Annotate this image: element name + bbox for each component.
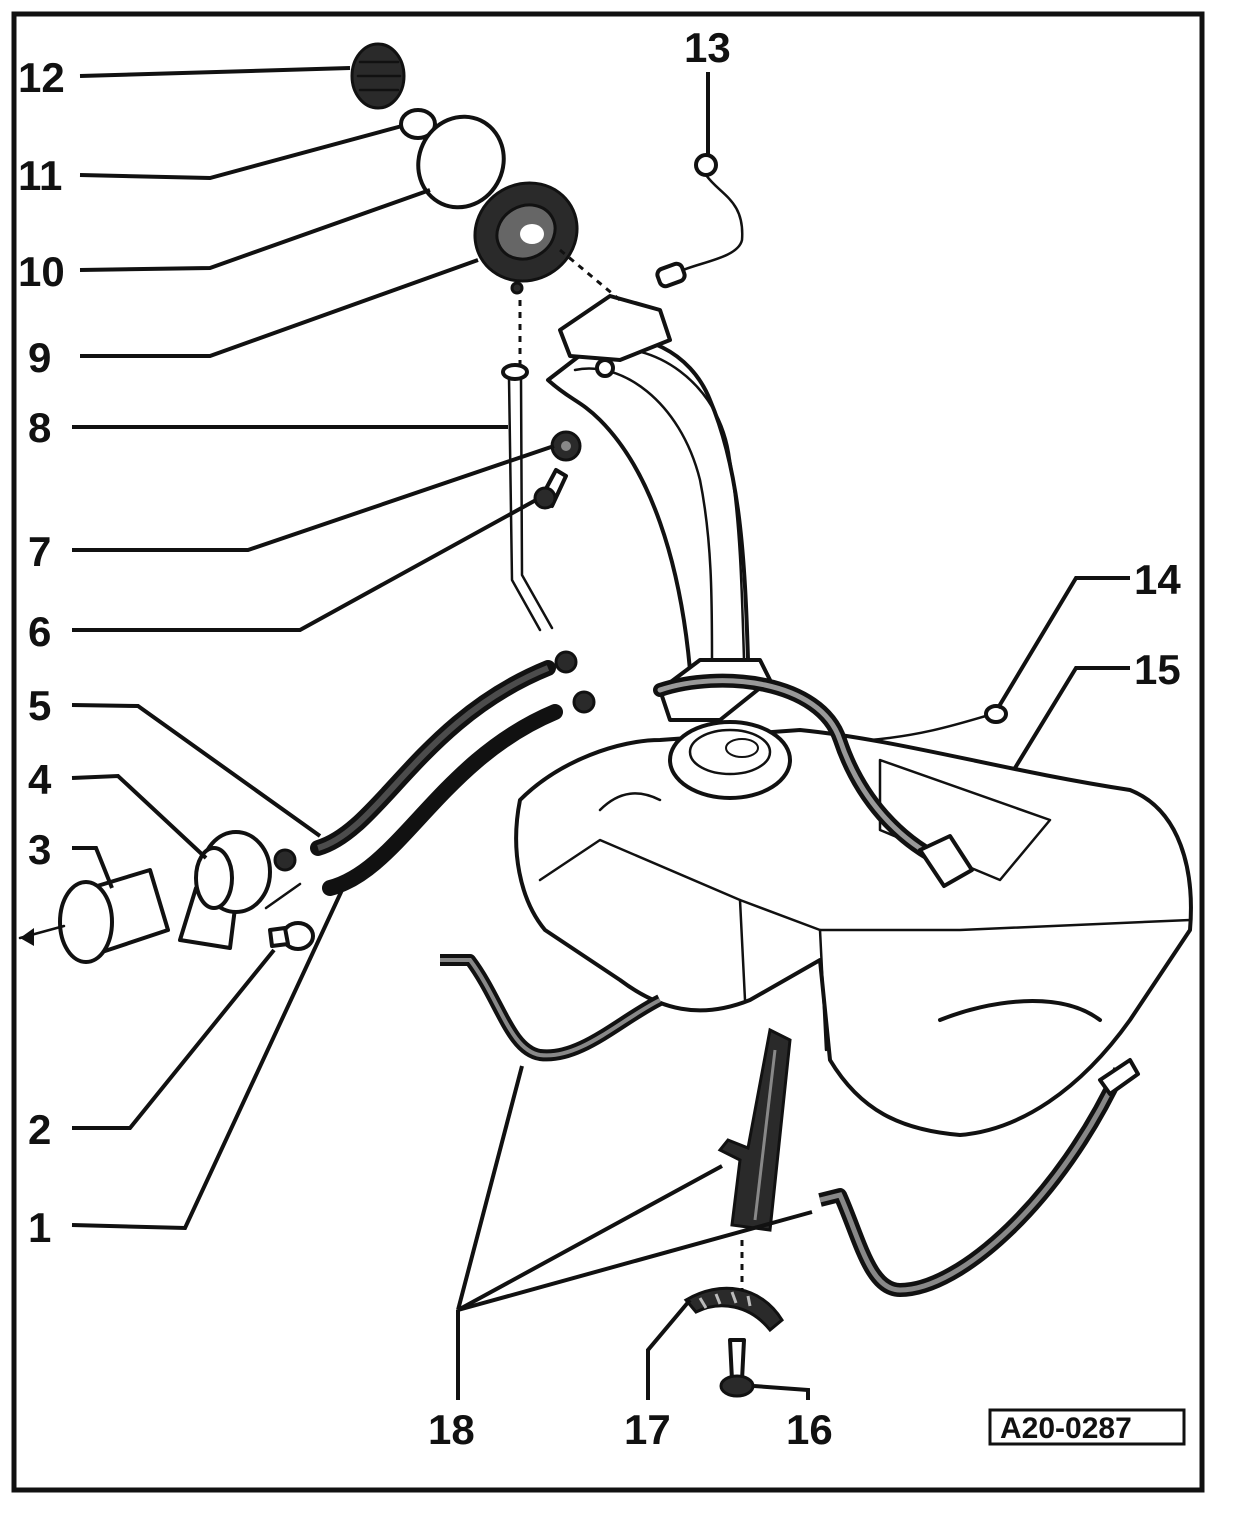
filler-neck-part <box>518 248 750 672</box>
callout-6: 6 <box>28 608 51 655</box>
breather-pipe-part <box>501 363 554 632</box>
gasket-part <box>416 114 506 210</box>
filler-flange-part <box>473 181 579 295</box>
clamp-pad-part <box>683 1286 784 1333</box>
hose-clamp-upper <box>554 650 578 674</box>
reference-code: A20-0287 <box>1000 1412 1132 1445</box>
leader-lines <box>71 66 1130 1400</box>
callout-4: 4 <box>28 756 52 803</box>
callout-7: 7 <box>28 528 51 575</box>
callout-18: 18 <box>428 1406 475 1453</box>
callout-5: 5 <box>28 682 51 729</box>
callout-1: 1 <box>28 1204 51 1251</box>
seal-ring-part <box>399 108 437 140</box>
reference-code-box: A20-0287 <box>988 1408 1186 1446</box>
retaining-strap-center <box>717 1027 792 1232</box>
filter-bracket-part <box>178 830 272 950</box>
callout-16: 16 <box>786 1406 833 1453</box>
screw-part <box>268 921 315 951</box>
callout-10: 10 <box>18 248 65 295</box>
callout-14: 14 <box>1134 556 1181 603</box>
ground-wire-part <box>655 153 744 289</box>
fuel-filter-part <box>18 868 302 964</box>
nut-part <box>550 430 582 462</box>
callout-13: 13 <box>684 24 731 71</box>
fuel-tank-part <box>514 658 1193 1137</box>
fuel-hose-lower <box>322 704 563 896</box>
bolt-part <box>533 468 568 510</box>
callout-12: 12 <box>18 54 65 101</box>
callout-11: 11 <box>18 152 62 199</box>
callout-15: 15 <box>1134 646 1181 693</box>
hose-clamp-lower <box>572 690 596 714</box>
strap-bolt-part <box>719 1338 755 1398</box>
callout-2: 2 <box>28 1106 51 1153</box>
fuel-hose-upper <box>310 660 556 856</box>
callout-9: 9 <box>28 334 51 381</box>
retaining-strap-right <box>818 1058 1140 1297</box>
retaining-strap-left <box>440 954 663 1062</box>
callout-3: 3 <box>28 826 51 873</box>
filler-cap-part <box>350 42 406 110</box>
callout-8: 8 <box>28 404 51 451</box>
callout-17: 17 <box>624 1406 671 1453</box>
hose-clamp-filter <box>273 848 297 872</box>
